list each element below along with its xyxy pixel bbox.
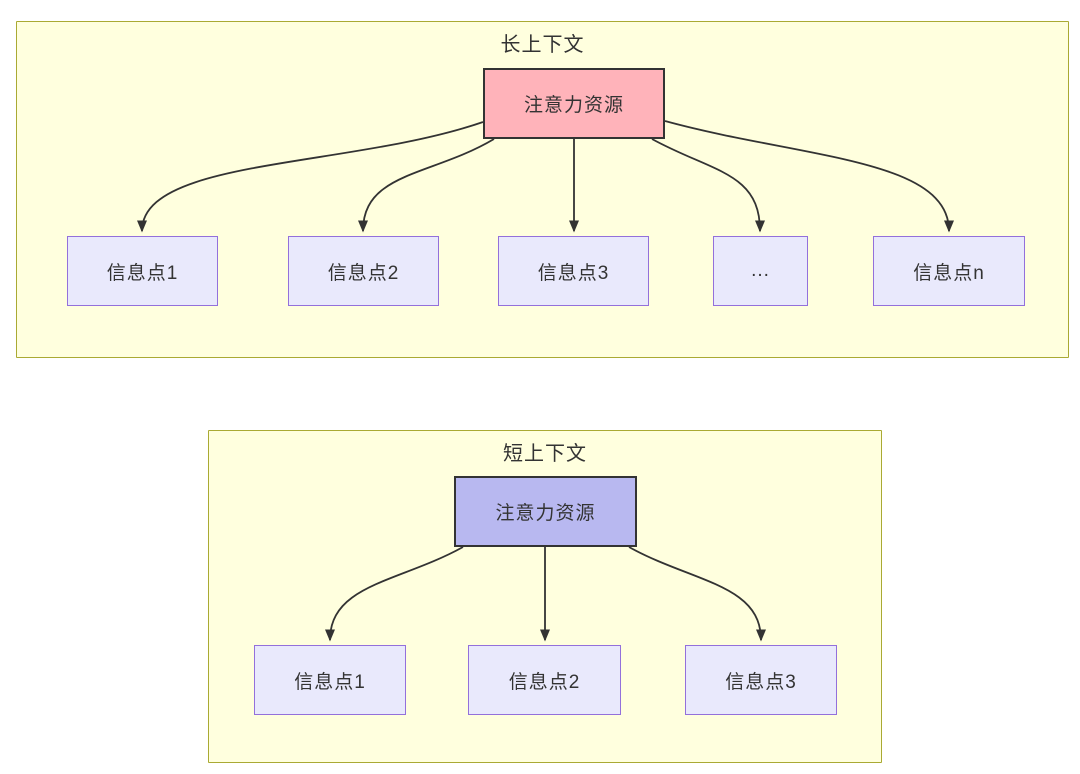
short-info-node-2: 信息点2 xyxy=(468,645,621,715)
short-info-node-1: 信息点1 xyxy=(254,645,406,715)
long-info-node-ellipsis: ... xyxy=(713,236,808,306)
short-context-title: 短上下文 xyxy=(503,443,587,465)
short-info-node-3: 信息点3 xyxy=(685,645,837,715)
long-attention-node: 注意力资源 xyxy=(483,68,665,139)
short-attention-node: 注意力资源 xyxy=(454,476,637,547)
long-info-node-n: 信息点n xyxy=(873,236,1025,306)
long-info-node-1: 信息点1 xyxy=(67,236,218,306)
long-context-title: 长上下文 xyxy=(500,34,585,56)
long-info-node-3: 信息点3 xyxy=(498,236,649,306)
long-info-node-2: 信息点2 xyxy=(288,236,439,306)
